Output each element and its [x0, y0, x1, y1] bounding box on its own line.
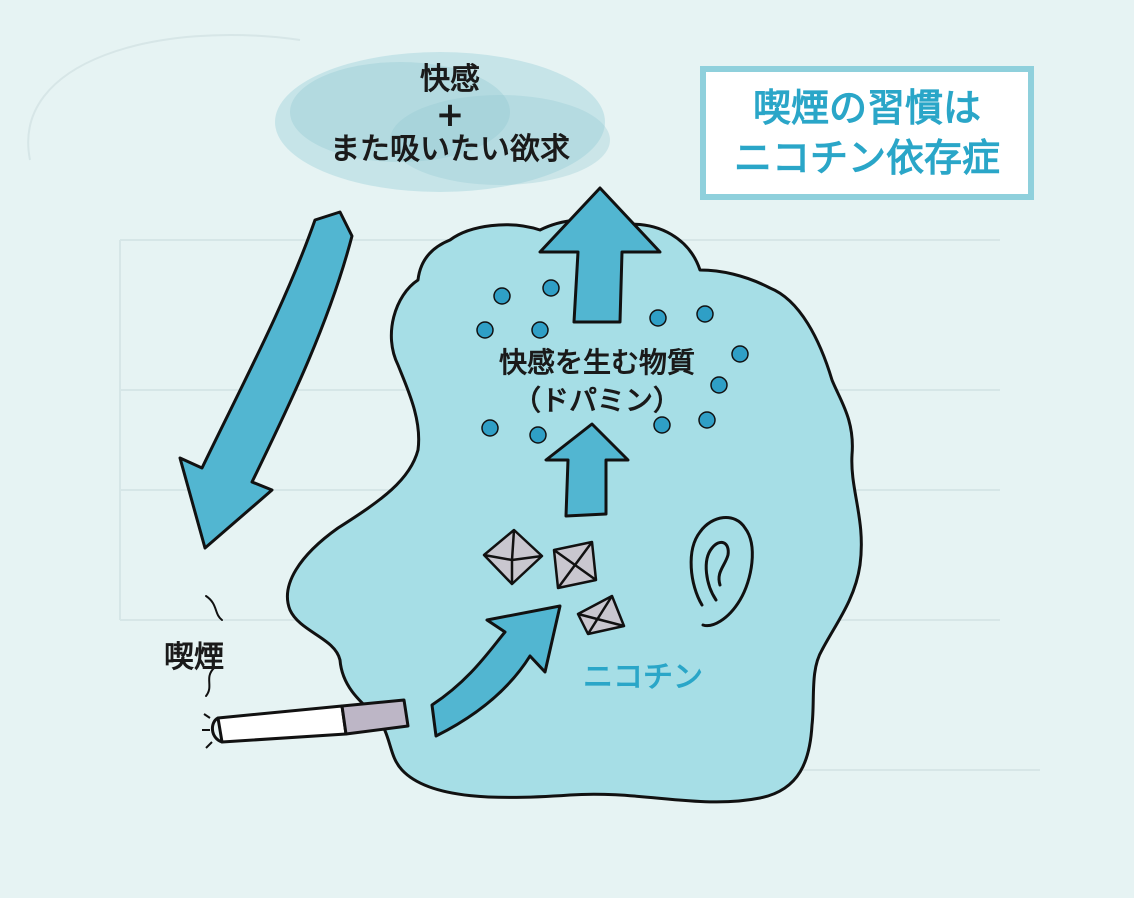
dopamine-dot: [731, 345, 749, 363]
nicotine-label: ニコチン: [583, 660, 703, 695]
dopamine-line1: 快感を生む物質: [498, 346, 696, 379]
dopamine-dot: [476, 321, 494, 339]
reward-line2: また吸いたい欲求: [330, 132, 570, 167]
dopamine-line2: （ドパミン）: [512, 384, 682, 417]
dopamine-release-arrow: [544, 422, 630, 518]
dopamine-dot: [531, 321, 549, 339]
dopamine-dots: [476, 279, 749, 444]
dopamine-label: 快感を生む物質 （ドパミン）: [499, 344, 695, 420]
dopamine-dot: [481, 419, 499, 437]
dopamine-dot: [710, 376, 728, 394]
craving-arrow: [178, 210, 354, 550]
nicotine-crystal: [482, 528, 544, 586]
nicotine-crystal: [576, 594, 626, 636]
reward-label: 快感 + また吸いたい欲求: [330, 62, 570, 168]
reward-plus: +: [435, 95, 465, 135]
pleasure-up-arrow: [538, 186, 662, 324]
smoking-label: 喫煙: [164, 640, 224, 675]
cigarette-paper: [216, 704, 348, 744]
ear-outline: [689, 516, 754, 628]
dopamine-dot: [649, 309, 667, 327]
dopamine-dot: [653, 416, 671, 434]
cigarette: [202, 698, 410, 749]
dopamine-dot: [529, 426, 547, 444]
nicotine-crystals: [482, 528, 626, 636]
dopamine-dot: [696, 305, 714, 323]
dopamine-dot: [493, 287, 511, 305]
title-line2: ニコチン依存症: [733, 136, 1000, 180]
cigarette-filter: [340, 698, 410, 736]
nicotine-crystal: [552, 540, 598, 590]
dopamine-dot: [698, 411, 716, 429]
reward-cloud: [275, 52, 610, 192]
nicotine-intake-arrow: [430, 604, 562, 738]
dopamine-dot: [542, 279, 560, 297]
smoke-lines: [205, 595, 223, 697]
reward-line1: 快感: [420, 62, 480, 97]
title-box: 喫煙の習慣は ニコチン依存症: [700, 66, 1034, 200]
title-line1: 喫煙の習慣は: [752, 86, 981, 130]
